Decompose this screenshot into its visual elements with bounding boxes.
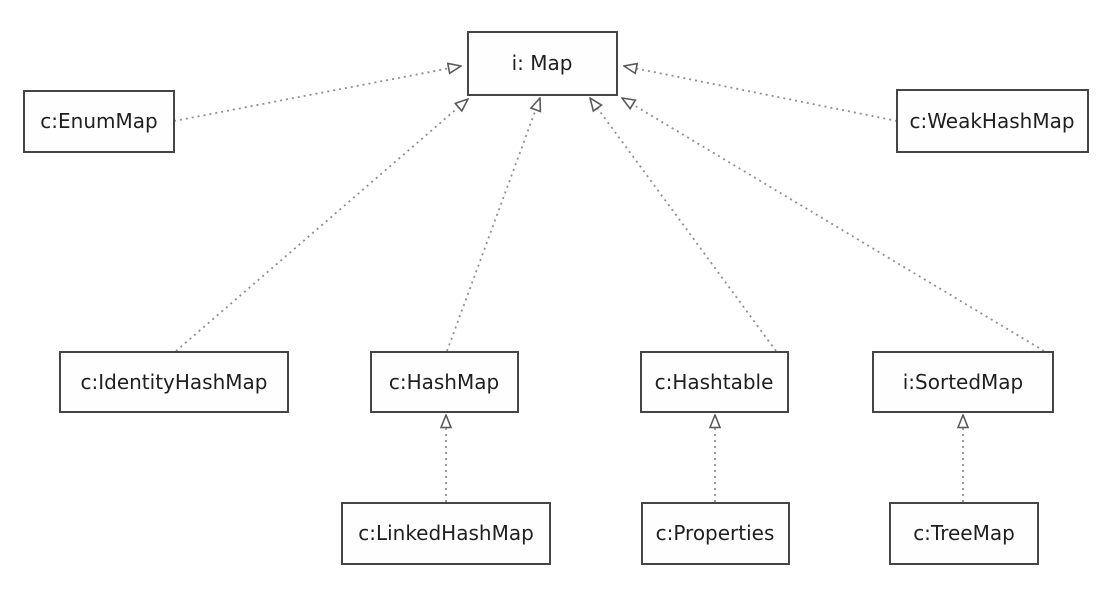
node-hashtable-box <box>640 351 789 413</box>
node-properties: c:Properties <box>641 502 790 565</box>
node-identityhashmap-box <box>59 351 289 413</box>
node-sortedmap-box <box>872 351 1054 413</box>
node-enummap-label: c:EnumMap <box>40 109 157 133</box>
node-map-label: i: Map <box>512 51 573 75</box>
edge-weakhashmap-to-map <box>624 66 898 122</box>
node-weakhashmap: c:WeakHashMap <box>896 89 1089 153</box>
node-treemap-box <box>889 502 1039 565</box>
node-weakhashmap-label: c:WeakHashMap <box>909 109 1074 133</box>
node-hashmap-label: c:HashMap <box>389 370 499 394</box>
node-weakhashmap-box <box>896 89 1089 153</box>
edge-hashmap-to-map <box>446 98 540 352</box>
node-enummap: c:EnumMap <box>23 90 175 153</box>
node-hashtable-label: c:Hashtable <box>655 370 774 394</box>
node-properties-box <box>641 502 790 565</box>
edge-hashtable-to-map <box>590 98 777 352</box>
node-enummap-box <box>23 90 175 153</box>
edge-identityhashmap-to-map <box>175 99 468 352</box>
diagram-edges <box>173 66 1045 502</box>
node-hashmap-box <box>370 351 519 413</box>
edge-enummap-to-map <box>173 66 461 122</box>
node-treemap: c:TreeMap <box>889 502 1039 565</box>
node-sortedmap-label: i:SortedMap <box>903 370 1024 394</box>
node-linkedhashmap: c:LinkedHashMap <box>341 502 551 565</box>
node-linkedhashmap-box <box>341 502 551 565</box>
node-identityhashmap: c:IdentityHashMap <box>59 351 289 413</box>
node-hashtable: c:Hashtable <box>640 351 789 413</box>
node-properties-label: c:Properties <box>656 521 775 545</box>
node-treemap-label: c:TreeMap <box>913 521 1015 545</box>
node-map: i: Map <box>467 31 618 96</box>
node-hashmap: c:HashMap <box>370 351 519 413</box>
node-linkedhashmap-label: c:LinkedHashMap <box>358 521 534 545</box>
node-map-box <box>467 31 618 96</box>
node-sortedmap: i:SortedMap <box>872 351 1054 413</box>
edge-sortedmap-to-map <box>622 98 1045 352</box>
node-identityhashmap-label: c:IdentityHashMap <box>81 370 268 394</box>
